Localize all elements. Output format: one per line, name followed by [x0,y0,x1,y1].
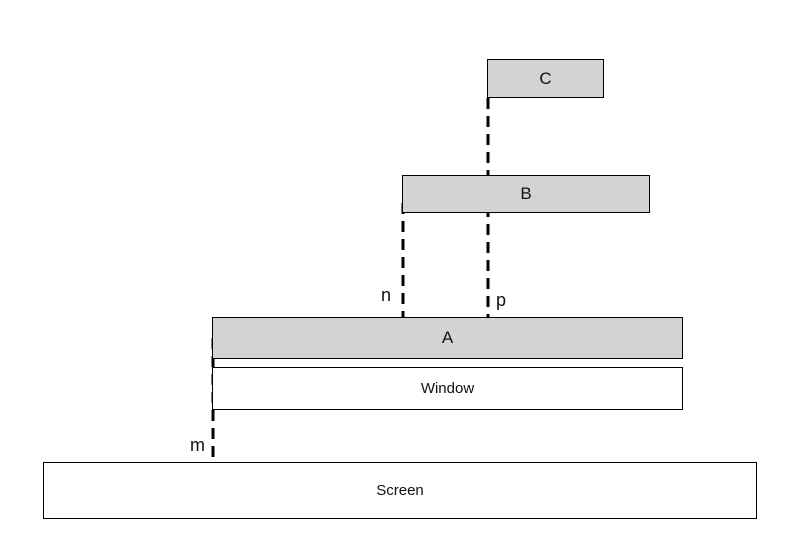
window-b-label: B [520,184,532,203]
window-box: Window [212,367,683,410]
window-c-box: C [487,59,604,98]
window-a-label: A [441,328,454,347]
screen-label: Screen [376,482,424,499]
offset-label-p: p [496,290,507,310]
window-label: Window [420,380,475,397]
window-b-box: B [402,175,650,213]
window-c-label: C [539,68,552,88]
offset-label-m: m [190,435,205,455]
screen-box: Screen [43,462,757,519]
window-a-box: A [212,317,683,359]
offset-label-n: n [381,285,392,305]
